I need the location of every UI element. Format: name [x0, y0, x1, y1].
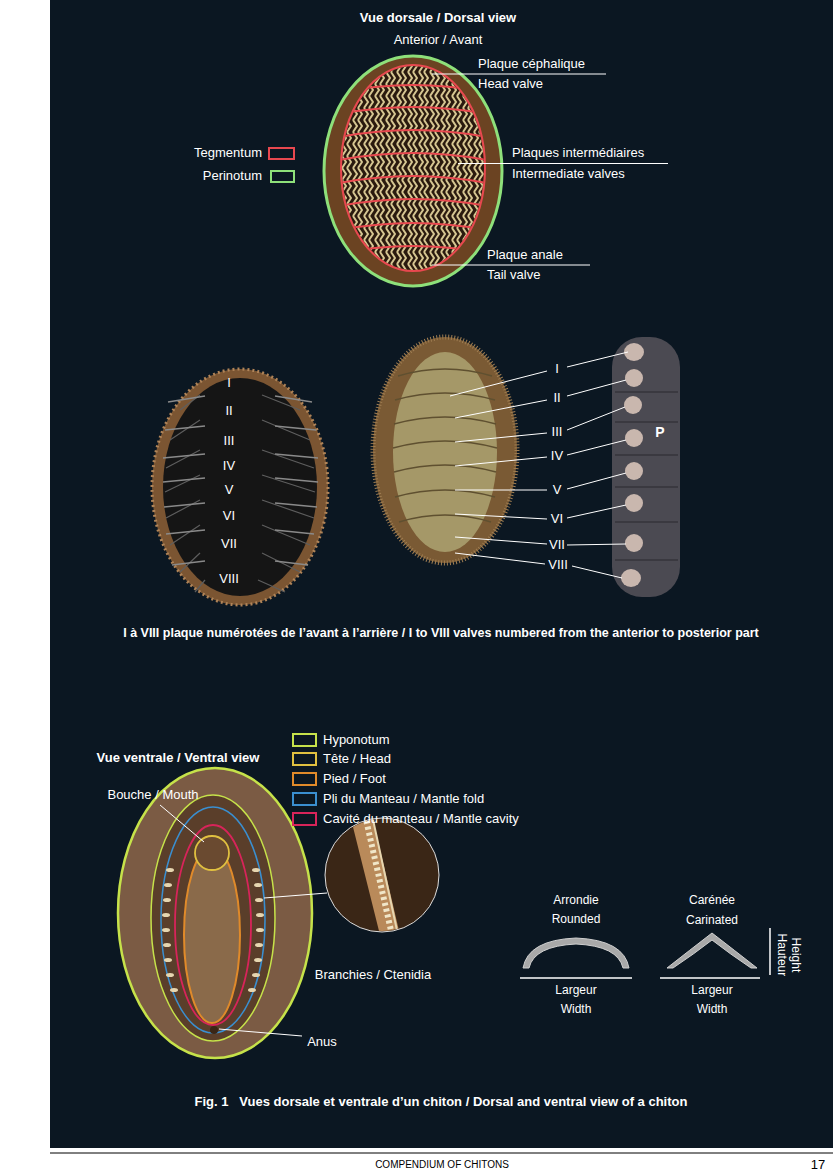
valve-number: II: [225, 404, 232, 419]
footer-text: COMPENDIUM OF CHITONS: [375, 1159, 509, 1171]
callout-number: III: [552, 425, 563, 440]
callout-number: IV: [551, 449, 563, 464]
legend-text: Pied / Foot: [323, 772, 386, 787]
legend-swatch: [270, 170, 295, 183]
legend-swatch: [292, 812, 317, 826]
dimension-label: Width: [561, 1003, 592, 1017]
legend-swatch: [292, 752, 317, 766]
dimension-label: Largeur: [555, 984, 596, 998]
part-label: Branchies / Ctenidia: [315, 968, 431, 983]
legend-text: Tête / Head: [323, 752, 391, 767]
valve-number: I: [227, 376, 231, 391]
part-label: Plaques intermédiaires: [512, 146, 644, 161]
part-label: Bouche / Mouth: [107, 788, 198, 803]
callout-letter: P: [655, 424, 664, 440]
valve-number: III: [224, 434, 235, 449]
legend-swatch: [292, 792, 317, 806]
dimension-label: Width: [697, 1003, 728, 1017]
legend-swatch: [268, 147, 295, 160]
legend-swatch: [292, 733, 317, 747]
valve-number: VI: [223, 509, 235, 524]
shape-label: Rounded: [552, 913, 601, 927]
callout-number: VII: [549, 538, 565, 553]
part-label: Intermediate valves: [512, 167, 625, 182]
part-label: Plaque anale: [487, 248, 563, 263]
callout-number: VIII: [548, 558, 568, 573]
shape-label: Arrondie: [553, 894, 598, 908]
legend-text: Hyponotum: [323, 733, 389, 748]
page-number: 17: [811, 1158, 825, 1173]
part-label: Plaque céphalique: [478, 57, 585, 72]
figure-note: I à VIII plaque numérotées de l’avant à …: [123, 626, 759, 640]
section-heading: Vue dorsale / Dorsal view: [360, 11, 516, 26]
part-label: Anus: [307, 1035, 337, 1050]
callout-number: V: [553, 483, 562, 498]
shape-label: Carénée: [689, 894, 735, 908]
legend-text: Pli du Manteau / Mantle fold: [323, 792, 484, 807]
shape-label: Carinated: [686, 914, 738, 928]
dimension-label: Height: [788, 938, 802, 973]
section-heading: Vue ventrale / Ventral view: [97, 751, 260, 766]
callout-number: II: [553, 391, 560, 406]
orientation-label: Anterior / Avant: [394, 33, 483, 48]
valve-number: IV: [223, 459, 235, 474]
dimension-label: Hauteur: [774, 934, 788, 977]
legend-text: Tegmentum: [194, 146, 262, 161]
figure-caption: Fig. 1 Vues dorsale et ventrale d’un chi…: [195, 1095, 688, 1110]
callout-number: I: [555, 362, 559, 377]
part-label: Tail valve: [487, 268, 540, 283]
legend-text: Perinotum: [203, 169, 262, 184]
valve-number: VII: [221, 537, 237, 552]
legend-text: Cavité du manteau / Mantle cavity: [323, 812, 519, 827]
valve-number: V: [225, 483, 234, 498]
legend-swatch: [292, 772, 317, 786]
part-label: Head valve: [478, 77, 543, 92]
valve-number: VIII: [219, 572, 239, 587]
dimension-label: Largeur: [691, 984, 732, 998]
callout-number: VI: [551, 512, 563, 527]
